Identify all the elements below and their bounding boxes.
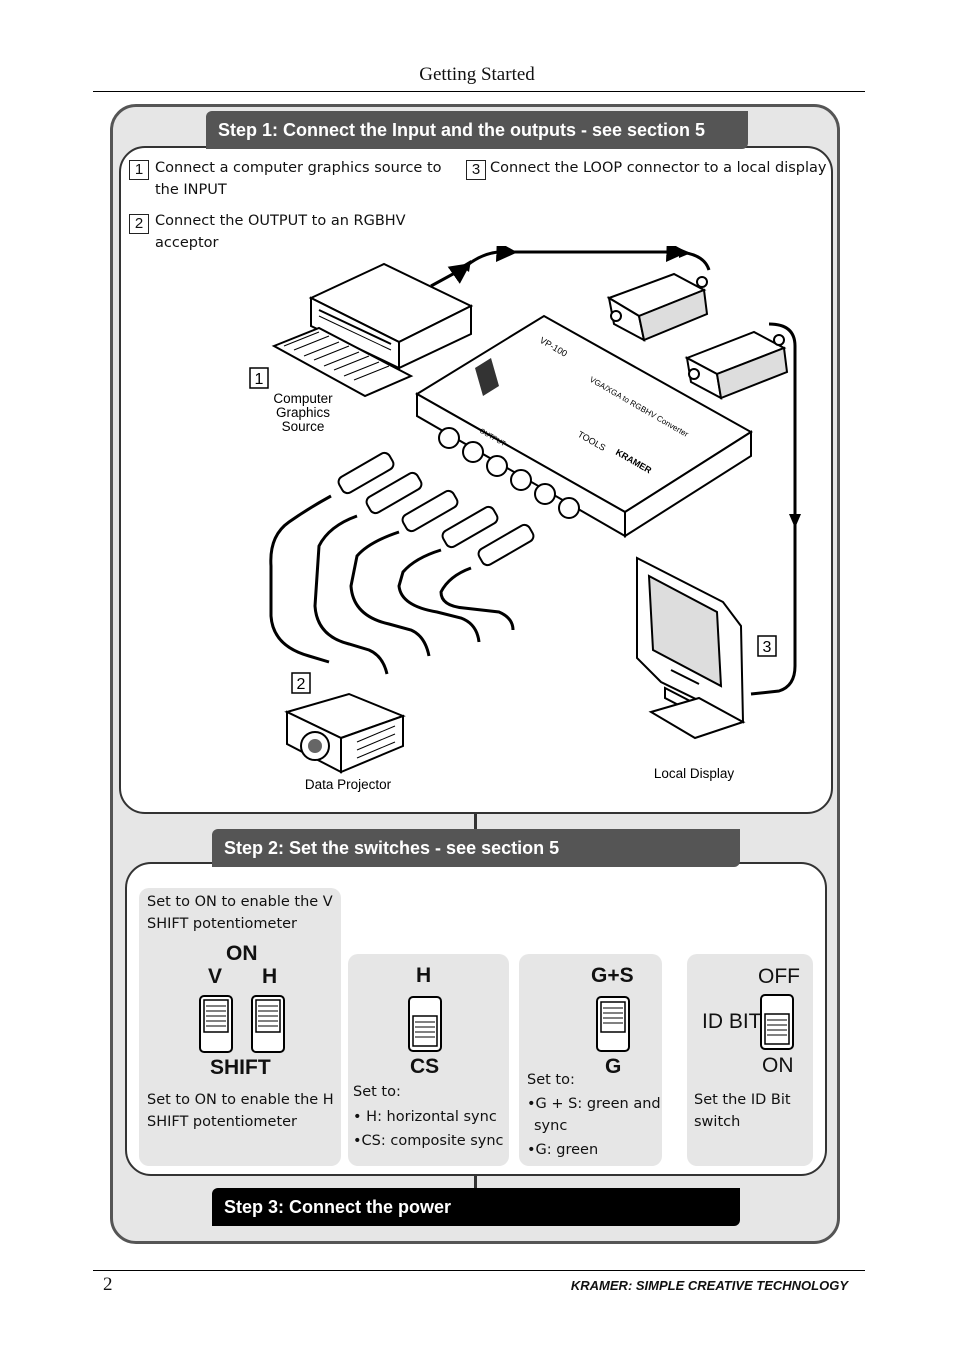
shift-h-label: H <box>262 965 278 988</box>
source-number-box <box>249 367 269 389</box>
step1-item2-line2: acceptor <box>155 235 219 251</box>
bnc-cables <box>269 494 515 675</box>
page-header-title: Getting Started <box>419 64 535 85</box>
sync-note-title: Set to: <box>353 1084 401 1100</box>
step1-item3-number: 3 <box>466 160 486 180</box>
shift-top-note-line1: Set to ON to enable the V <box>147 894 333 910</box>
footer-rule <box>93 1270 865 1271</box>
loop-cable <box>750 322 797 696</box>
step1-item2-line1: Connect the OUTPUT to an RGBHV <box>155 213 406 229</box>
step1-item3-line1: Connect the LOOP connector to a local di… <box>490 160 827 176</box>
vga-connector-1 <box>606 272 709 342</box>
source-label-line1: Computer <box>273 391 333 406</box>
projector-illustration <box>284 692 406 774</box>
step1-title: Step 1: Connect the Input and the output… <box>206 111 748 149</box>
display-label: Local Display <box>654 766 735 781</box>
source-label-line2: Graphics <box>276 405 330 420</box>
page-number: 2 <box>103 1274 113 1295</box>
step1-item1-line1: Connect a computer graphics source to <box>155 160 442 176</box>
footer-brand: KRAMER: SIMPLE CREATIVE TECHNOLOGY <box>570 1278 848 1293</box>
shift-switches <box>199 995 285 1053</box>
loop-cable-arrow <box>789 514 801 528</box>
shift-bottom-note-line1: Set to ON to enable the H <box>147 1092 334 1108</box>
shift-top-note-line2: SHIFT potentiometer <box>147 916 298 932</box>
color-note-line1: •G + S: green and <box>527 1096 661 1112</box>
vp100-device <box>415 314 753 538</box>
color-switch[interactable] <box>596 996 630 1052</box>
projector-number: 2 <box>297 676 306 693</box>
color-switch-card <box>519 954 662 1166</box>
sync-top-label: H <box>416 964 432 987</box>
display-number-box <box>757 635 777 657</box>
vga-connector-2 <box>684 330 789 400</box>
idbit-note-line1: Set the ID Bit <box>694 1092 791 1108</box>
connector-line-1 <box>474 812 477 830</box>
sync-switch-card <box>348 954 509 1166</box>
monitor-illustration <box>636 556 746 740</box>
computer-illustration <box>271 262 474 398</box>
step3-title: Step 3: Connect the power <box>212 1188 740 1226</box>
step1-item1-number: 1 <box>129 160 149 180</box>
idbit-on-label: ON <box>762 1054 794 1077</box>
input-cable-arrow <box>461 260 471 272</box>
idbit-switch[interactable] <box>760 994 794 1050</box>
connection-diagram: 1 Computer Graphics Source VP-100 VGA/XG… <box>249 246 801 792</box>
source-number: 1 <box>255 371 264 388</box>
shift-v-label: V <box>208 965 223 988</box>
idbit-note-line2: switch <box>694 1114 741 1130</box>
idbit-off-label: OFF <box>758 965 800 988</box>
header-rule <box>93 91 865 92</box>
input-cable <box>430 246 711 288</box>
projector-label: Data Projector <box>305 777 392 792</box>
bnc-jacks <box>438 427 580 519</box>
step1-item1-line2: the INPUT <box>155 182 227 198</box>
sync-note-line1: • H: horizontal sync <box>353 1109 497 1125</box>
bnc-plugs <box>337 451 535 567</box>
color-note-line1b: sync <box>534 1118 568 1134</box>
sync-bottom-label: CS <box>410 1055 440 1078</box>
connector-line-2 <box>474 1174 477 1190</box>
color-top-label: G+S <box>591 964 634 987</box>
source-label-line3: Source <box>282 419 325 434</box>
shift-bottom-note-line2: SHIFT potentiometer <box>147 1114 298 1130</box>
projector-number-box <box>291 672 311 694</box>
h-shift-switch[interactable] <box>251 995 285 1053</box>
color-note-line2: •G: green <box>527 1142 599 1158</box>
input-cable-arrow-2 <box>679 248 691 258</box>
shift-switch-card <box>139 888 341 1166</box>
step2-title: Step 2: Set the switches - see section 5 <box>212 829 740 867</box>
color-note-title: Set to: <box>527 1072 575 1088</box>
color-bottom-label: G <box>605 1055 622 1078</box>
idbit-switch-card <box>687 954 813 1166</box>
shift-on-label: ON <box>226 942 258 965</box>
sync-switch[interactable] <box>408 996 442 1052</box>
step1-item2-number: 2 <box>129 214 149 234</box>
v-shift-switch[interactable] <box>199 995 233 1053</box>
shift-label: SHIFT <box>210 1056 271 1079</box>
idbit-side-label: ID BIT <box>702 1010 762 1033</box>
sync-note-line2: •CS: composite sync <box>353 1133 504 1149</box>
display-number: 3 <box>763 639 772 656</box>
